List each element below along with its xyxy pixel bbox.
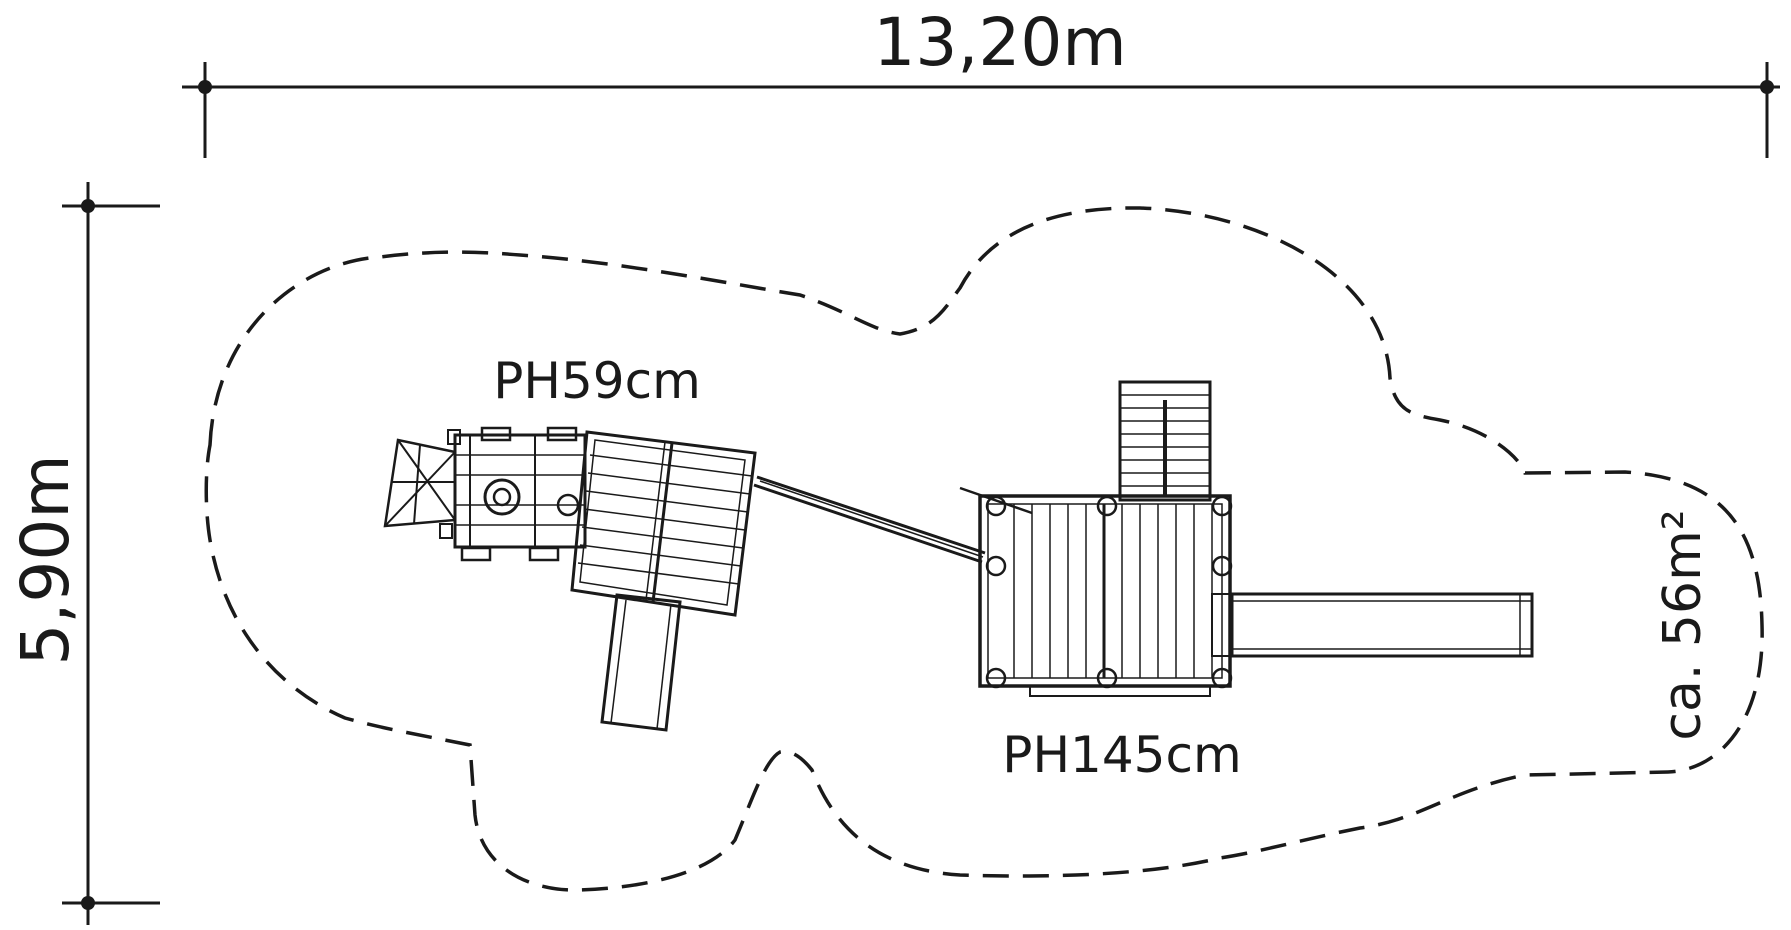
climbing-net <box>383 438 457 528</box>
high-platform-label: PH145cm <box>1002 726 1241 784</box>
low-platform-label: PH59cm <box>493 352 701 410</box>
safety-area-label: ca. 56m² <box>1653 509 1713 740</box>
height-dimension: 5,90m <box>7 182 160 925</box>
width-label: 13,20m <box>873 4 1126 81</box>
low-tower-roof <box>570 430 757 617</box>
safety-area-outline <box>204 206 1764 892</box>
large-slide <box>1230 592 1534 658</box>
engine-body <box>439 426 587 562</box>
width-dimension: 13,20m <box>182 4 1780 158</box>
access-ramp <box>1118 380 1212 502</box>
high-tower-deck <box>959 486 1233 697</box>
low-tower <box>383 426 757 732</box>
connecting-bridge <box>753 475 986 564</box>
small-slide <box>600 593 682 732</box>
height-label: 5,90m <box>7 454 84 665</box>
high-tower <box>959 380 1534 697</box>
